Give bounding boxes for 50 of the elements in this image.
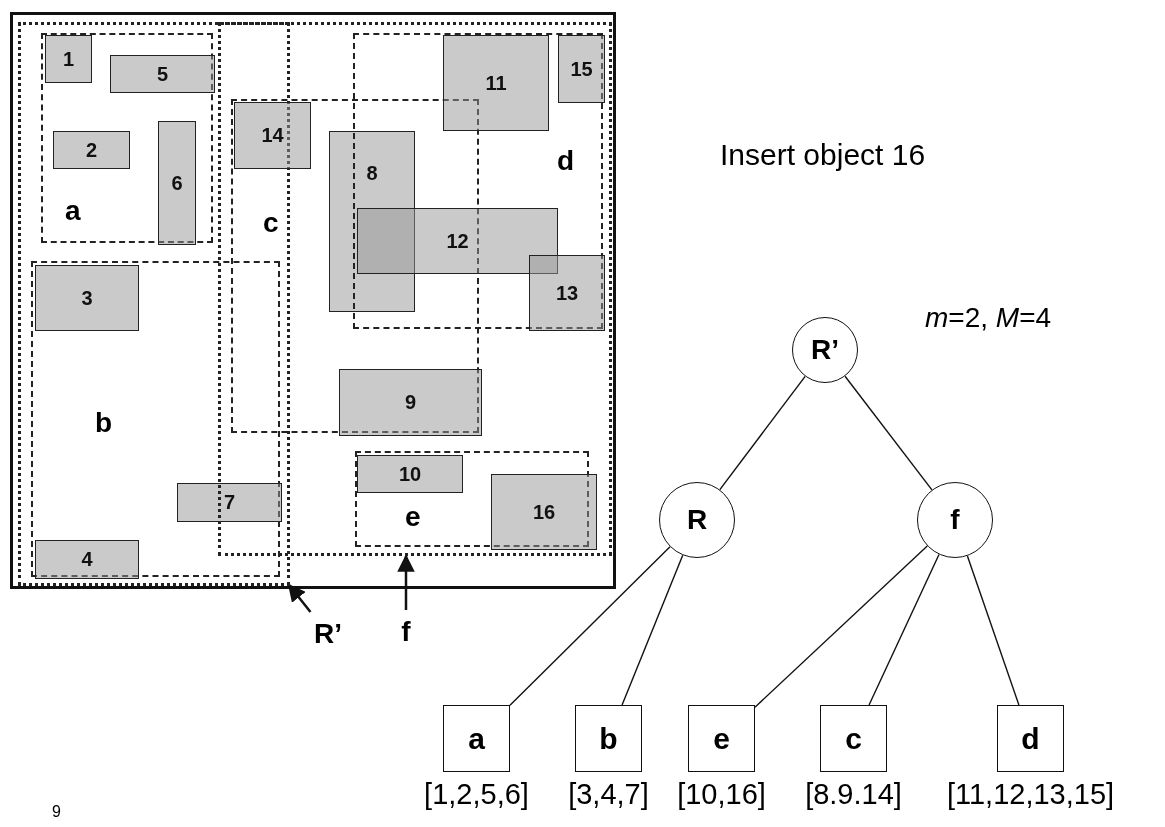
object-rectangle: 11 bbox=[443, 35, 549, 131]
node-label: f bbox=[392, 610, 420, 654]
tree-node-circle: R’ bbox=[792, 317, 858, 383]
leaf-node-box: e bbox=[688, 705, 755, 772]
tree-edge bbox=[868, 553, 940, 706]
bounding-rectangle bbox=[353, 33, 603, 329]
object-rectangle: 5 bbox=[110, 55, 215, 93]
tree-edge bbox=[966, 555, 1020, 706]
object-rectangle: 4 bbox=[35, 540, 139, 579]
object-rectangle: 8 bbox=[329, 131, 415, 312]
tree-edge bbox=[621, 554, 684, 706]
tree-node-circle: f bbox=[917, 482, 993, 558]
object-rectangle: 1 bbox=[45, 35, 92, 83]
object-rectangle: 15 bbox=[558, 35, 605, 103]
bounding-rectangle bbox=[41, 33, 213, 243]
leaf-node-box: d bbox=[997, 705, 1064, 772]
tree-node-circle: R bbox=[659, 482, 735, 558]
tree-edge bbox=[509, 546, 671, 706]
heading-text: Insert object 16 bbox=[720, 138, 926, 172]
leaf-node-box: b bbox=[575, 705, 642, 772]
node-label: R’ bbox=[306, 612, 350, 656]
object-rectangle: 3 bbox=[35, 265, 139, 331]
object-rectangle: 13 bbox=[529, 255, 605, 331]
tree-edge bbox=[754, 545, 928, 708]
entry-list: [11,12,13,15] bbox=[920, 778, 1141, 811]
leaf-node-box: c bbox=[820, 705, 887, 772]
bounding-rectangle bbox=[31, 261, 280, 577]
object-rectangle: 2 bbox=[53, 131, 130, 169]
leader-arrow bbox=[397, 554, 415, 610]
page-number: 9 bbox=[52, 803, 61, 821]
object-rectangle: 6 bbox=[158, 121, 196, 245]
region-letter: c bbox=[263, 209, 279, 237]
bounding-rectangle bbox=[218, 22, 612, 556]
region-letter: a bbox=[65, 197, 81, 225]
leader-arrow bbox=[287, 583, 312, 613]
object-rectangle: 16 bbox=[491, 474, 597, 550]
bounding-rectangle bbox=[18, 22, 290, 586]
object-rectangle: 12 bbox=[357, 208, 558, 274]
object-rectangle: 9 bbox=[339, 369, 482, 436]
region-letter: e bbox=[405, 503, 421, 531]
region-letter: d bbox=[557, 147, 575, 175]
object-rectangle: 14 bbox=[234, 102, 311, 169]
tree-edge bbox=[719, 375, 806, 491]
object-rectangle: 10 bbox=[357, 455, 463, 493]
object-rectangle: 7 bbox=[177, 483, 282, 522]
leaf-node-box: a bbox=[443, 705, 510, 772]
region-letter: b bbox=[95, 409, 113, 437]
parameter-text: m=2, M=4 bbox=[925, 302, 1052, 334]
bounding-rectangle bbox=[231, 99, 479, 433]
tree-edge bbox=[844, 375, 933, 491]
